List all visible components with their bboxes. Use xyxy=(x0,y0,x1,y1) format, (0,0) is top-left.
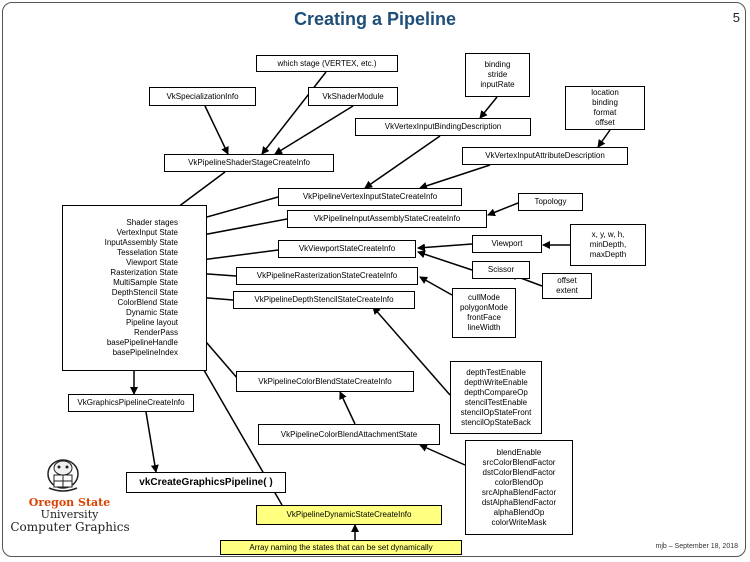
rasterization-ci-box: VkPipelineRasterizationStateCreateInfo xyxy=(236,267,418,285)
slide-frame xyxy=(2,2,746,557)
state-list-item: Tesselation State xyxy=(117,248,178,257)
arrow-viewport-to-vpci xyxy=(417,243,473,252)
blend-param: srcAlphaBlendFactor xyxy=(481,487,557,497)
viewport-param: x, y, w, h, xyxy=(591,230,625,239)
scissor-box: Scissor xyxy=(472,261,530,279)
logo-line-2: University xyxy=(40,508,99,521)
vertex-binding-desc-box: VkVertexInputBindingDescription xyxy=(355,118,531,136)
input-assembly-ci-box: VkPipelineInputAssemblyStateCreateInfo xyxy=(287,210,487,228)
viewport-box: Viewport xyxy=(472,235,542,253)
arrow-scissor-to-vpci xyxy=(417,250,473,271)
arrow-topology-to-ia xyxy=(487,202,519,217)
logo-line-3: Computer Graphics xyxy=(10,520,130,534)
blend-param: dstAlphaBlendFactor xyxy=(481,497,557,507)
blend-param: dstColorBlendFactor xyxy=(482,467,556,477)
depth-param: depthTestEnable xyxy=(466,367,526,377)
logo-line-1: Oregon State xyxy=(28,496,111,509)
page-number: 5 xyxy=(732,10,740,25)
raster-params-box: cullMode polygonMode frontFace lineWidth xyxy=(452,288,516,338)
pipeline-state-list: Shader stages VertexInput State InputAss… xyxy=(62,205,207,371)
viewport-params-box: x, y, w, h, minDepth, maxDepth xyxy=(570,224,646,266)
state-list-item: basePipelineIndex xyxy=(112,348,178,357)
slide-title: Creating a Pipeline xyxy=(293,9,457,29)
blend-param: blendEnable xyxy=(496,447,542,457)
arrow-raster-params-to-rci xyxy=(419,276,453,296)
depth-param: stencilTestEnable xyxy=(464,397,528,407)
topology-box: Topology xyxy=(518,193,583,211)
raster-param: cullMode xyxy=(467,293,500,302)
arrow-depth-params-to-dsci xyxy=(372,306,451,396)
state-list-item: Pipeline layout xyxy=(125,318,178,327)
arrow-binding-to-desc xyxy=(479,96,498,119)
raster-param: polygonMode xyxy=(459,303,509,312)
state-list-item: Dynamic State xyxy=(125,308,178,317)
arrow-attach-to-cbci xyxy=(339,391,356,425)
arrow-location-to-attr xyxy=(597,129,611,148)
depth-stencil-ci-box: VkPipelineDepthStencilStateCreateInfo xyxy=(233,291,415,309)
viewport-param: minDepth, xyxy=(589,240,627,249)
location-param: binding xyxy=(592,98,618,107)
graphics-pipeline-ci-box: VkGraphicsPipelineCreateInfo xyxy=(68,394,194,412)
binding-param: inputRate xyxy=(480,80,515,89)
location-params-box: location binding format offset xyxy=(565,86,645,130)
viewport-param: maxDepth xyxy=(589,250,627,259)
location-param: format xyxy=(593,108,617,117)
raster-param: frontFace xyxy=(467,313,501,322)
state-list-item: InputAssembly State xyxy=(104,238,178,247)
blend-param: colorWriteMask xyxy=(491,517,547,527)
shader-stage-ci-box: VkPipelineShaderStageCreateInfo xyxy=(164,154,334,172)
viewport-state-ci-box: VkViewportStateCreateInfo xyxy=(278,240,416,258)
binding-param: stride xyxy=(487,70,508,79)
binding-params-box: binding stride inputRate xyxy=(465,53,530,97)
arrow-module-to-stage xyxy=(274,105,354,155)
arrow-which-stage-to-stage xyxy=(261,71,327,155)
location-param: offset xyxy=(595,118,615,127)
color-blend-ci-box: VkPipelineColorBlendStateCreateInfo xyxy=(236,371,414,392)
depth-param: stencilOpStateFront xyxy=(460,407,532,417)
arrow-blend-params-to-attach xyxy=(419,444,466,466)
blend-param: colorBlendOp xyxy=(494,477,544,487)
state-list-item: VertexInput State xyxy=(116,228,178,237)
vertex-input-ci-box: VkPipelineVertexInputStateCreateInfo xyxy=(278,188,462,206)
state-list-item: Rasterization State xyxy=(110,268,178,277)
state-list-item: basePipelineHandle xyxy=(106,338,178,347)
offset-extent-param: extent xyxy=(556,286,578,295)
blend-params-box: blendEnable srcColorBlendFactor dstColor… xyxy=(465,440,573,535)
create-graphics-pipeline-box: vkCreateGraphicsPipeline( ) xyxy=(126,472,286,493)
location-param: location xyxy=(591,88,619,97)
depth-param: stencilOpStateBack xyxy=(461,417,531,427)
state-list-item: ColorBlend State xyxy=(117,298,178,307)
dynamic-note-box: Array naming the states that can be set … xyxy=(220,540,462,555)
arrow-specialization-to-stage xyxy=(204,105,229,155)
state-list-item: Viewport State xyxy=(126,258,178,267)
depth-param: depthWriteEnable xyxy=(464,377,528,387)
arrow-ia-to-list xyxy=(191,218,288,240)
binding-param: binding xyxy=(484,60,511,69)
dynamic-state-ci-box: VkPipelineDynamicStateCreateInfo xyxy=(256,505,442,525)
arrow-binding-desc-to-vi xyxy=(364,135,441,189)
arrow-gpci-to-create xyxy=(145,411,159,473)
arrow-attr-to-vi xyxy=(419,164,491,190)
state-list-item: DepthStencil State xyxy=(111,288,178,297)
offset-extent-box: offset extent xyxy=(542,273,592,299)
color-blend-attachment-box: VkPipelineColorBlendAttachmentState xyxy=(258,424,440,445)
shader-module-box: VkShaderModule xyxy=(308,87,398,106)
state-list-item: Shader stages xyxy=(126,218,178,227)
blend-param: alphaBlendOp xyxy=(493,507,545,517)
offset-extent-param: offset xyxy=(557,276,577,285)
which-stage-box: which stage (VERTEX, etc.) xyxy=(256,55,398,72)
vertex-attr-desc-box: VkVertexInputAttributeDescription xyxy=(462,147,628,165)
state-list-item: RenderPass xyxy=(133,328,178,337)
raster-param: lineWidth xyxy=(467,323,501,332)
depth-param: depthCompareOp xyxy=(464,387,528,397)
depth-params-box: depthTestEnable depthWriteEnable depthCo… xyxy=(450,361,542,434)
specialization-info-box: VkSpecializationInfo xyxy=(149,87,256,106)
footer-date: mjb – September 18, 2018 xyxy=(655,543,739,550)
blend-param: srcColorBlendFactor xyxy=(482,457,556,467)
state-list-item: MultiSample State xyxy=(113,278,178,287)
beaver-logo-icon xyxy=(47,459,79,492)
